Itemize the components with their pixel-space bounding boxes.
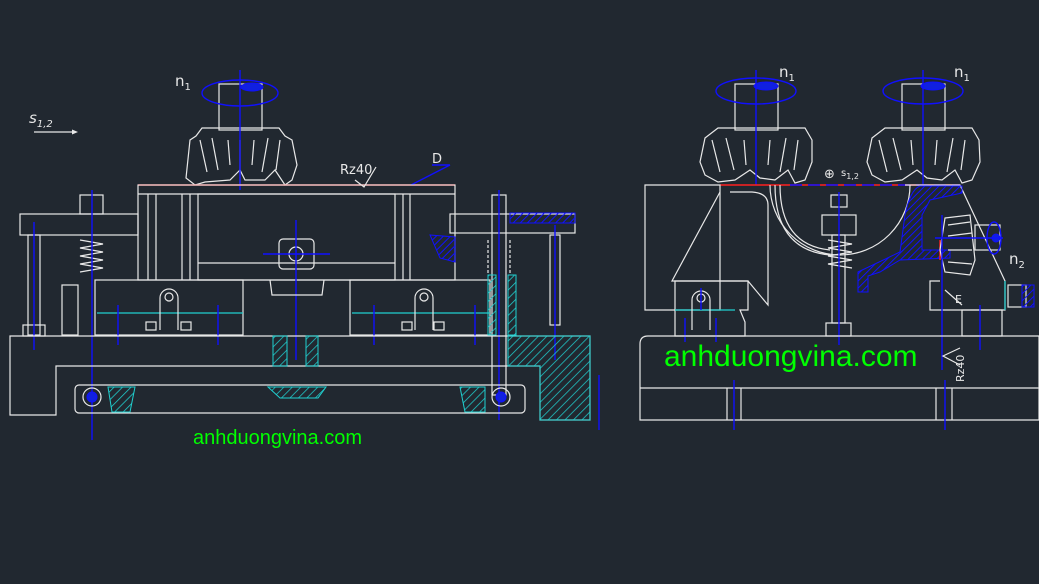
workpiece (137, 184, 456, 360)
surface-e-label: E (955, 293, 962, 306)
surface-d-label: D (432, 152, 442, 167)
workpiece (644, 184, 1006, 311)
fixture-base (639, 335, 1039, 430)
feed-arrow-icon (34, 129, 78, 135)
spring-icon (79, 239, 104, 273)
feed-symbol: ⊕ (824, 167, 835, 182)
spindle-right-label: n1 (954, 63, 970, 84)
face-mill-cutter-left (699, 70, 813, 185)
feed-label: s1,2 (29, 109, 53, 130)
side-spindle-label: n2 (1009, 250, 1025, 271)
roughness-symbol (941, 347, 961, 366)
fixture-base (9, 335, 600, 430)
watermark: anhduongvina.com (193, 427, 363, 449)
right-view: n1 n1 ⊕ s1,2 (639, 63, 1039, 430)
roughness-symbol (354, 166, 377, 188)
roughness-label: Rz40 (340, 163, 372, 178)
clamp-bolt (821, 192, 857, 345)
side-mill-cutter (935, 214, 1003, 276)
spring-icon (827, 239, 853, 269)
feed-label: s1,2 (841, 168, 859, 181)
spindle-left-label: n1 (779, 63, 795, 84)
support-blocks (94, 279, 491, 345)
right-clamp (429, 190, 576, 420)
roughness-label: Rz40 (954, 355, 967, 382)
left-view: s1,2 n1 Rz40 D (9, 70, 600, 440)
watermark: anhduongvina.com (664, 340, 918, 373)
face-mill-cutter-right (866, 70, 981, 185)
face-mill-cutter (185, 70, 298, 190)
spindle-label: n1 (175, 72, 191, 93)
